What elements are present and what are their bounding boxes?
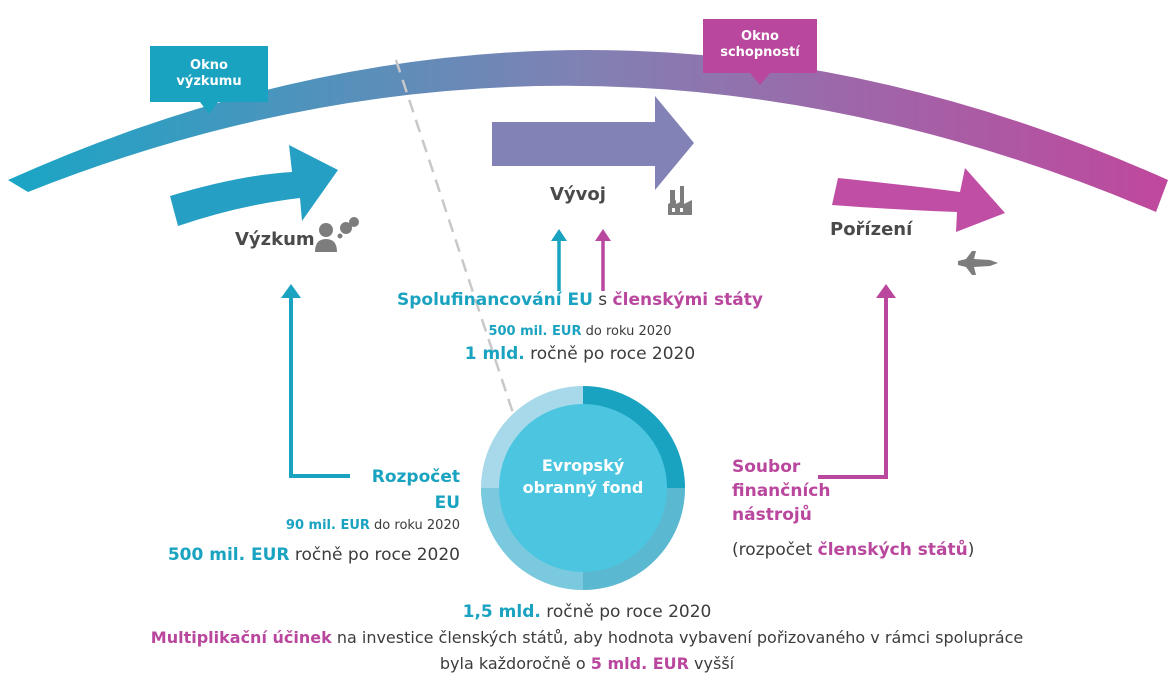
dashed-divider xyxy=(394,59,518,423)
budget-connector xyxy=(289,296,350,478)
bottom-line-2: Multiplikační účinek na investice člensk… xyxy=(150,628,1024,647)
person-thinking-icon xyxy=(315,217,359,252)
fund-circle xyxy=(499,404,667,572)
instruments-note: (rozpočet členských států) xyxy=(732,540,975,560)
capability-window-label: Okno schopností xyxy=(720,29,800,60)
instruments-arrowhead xyxy=(876,284,896,298)
cofinancing-amount-after-2020: 1 mld. ročně po roce 2020 xyxy=(464,344,696,364)
budget-amount-after-2020: 500 mil. EUR ročně po roce 2020 xyxy=(167,545,460,565)
fighter-jet-icon xyxy=(958,251,998,275)
cofin-pink-arrowhead xyxy=(595,229,611,241)
cofinancing-title: Spolufinancování EU s členskými státy xyxy=(397,290,763,310)
cofin-teal-arrowhead xyxy=(551,229,567,241)
fund-label: Evropský obranný fond xyxy=(522,456,644,497)
budget-title: Rozpočet EU xyxy=(371,467,460,513)
research-arrow xyxy=(170,145,338,226)
development-arrow xyxy=(492,96,694,190)
research-window-label: Okno výzkumu xyxy=(176,58,242,89)
instruments-title: Soubor finančních nástrojů xyxy=(732,457,831,525)
budget-arrowhead xyxy=(281,284,301,298)
acquisition-arrow xyxy=(832,168,1005,232)
stage-development: Vývoj xyxy=(550,184,606,205)
instruments-connector xyxy=(818,296,888,479)
flag-capability-shape xyxy=(703,19,817,85)
stage-research: Výzkum xyxy=(235,229,315,250)
factory-icon xyxy=(668,186,692,215)
budget-amount-2020: 90 mil. EUR do roku 2020 xyxy=(285,518,460,533)
stage-acquisition: Pořízení xyxy=(830,219,913,240)
cofinancing-amount-2020: 500 mil. EUR do roku 2020 xyxy=(488,324,672,339)
timeline-arc xyxy=(8,50,1168,212)
bottom-line-3: byla každoročně o 5 mld. EUR vyšší xyxy=(439,654,735,673)
bottom-line-1: 1,5 mld. ročně po roce 2020 xyxy=(462,602,712,622)
flag-research-shape xyxy=(150,46,268,114)
